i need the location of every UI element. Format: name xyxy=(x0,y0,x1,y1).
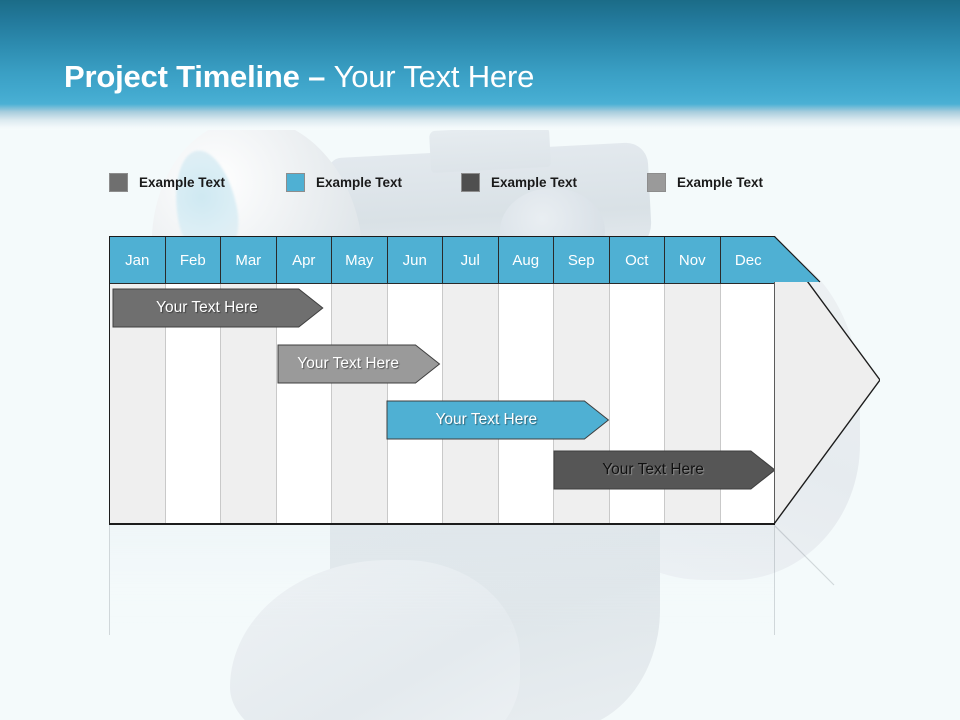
legend-item-4[interactable]: Example Text xyxy=(647,168,763,196)
legend-item-3[interactable]: Example Text xyxy=(461,168,577,196)
month-header-oct[interactable]: Oct xyxy=(609,237,665,283)
timeline-bar-2[interactable]: Your Text Here xyxy=(277,344,441,384)
timeline-column-jan xyxy=(110,237,166,523)
month-header-jun[interactable]: Jun xyxy=(387,237,443,283)
month-header-jul[interactable]: Jul xyxy=(443,237,499,283)
watermark-knee-shape xyxy=(230,560,520,720)
title-banner xyxy=(0,0,960,104)
watermark-camera-top-shape xyxy=(428,124,552,174)
reflection-box xyxy=(109,525,775,635)
page-title-normal: Your Text Here xyxy=(333,59,535,94)
timeline-column-feb xyxy=(165,237,221,523)
legend-item-2[interactable]: Example Text xyxy=(286,168,402,196)
legend-label-1: Example Text xyxy=(139,174,226,190)
month-header-may[interactable]: May xyxy=(332,237,388,283)
month-header-feb[interactable]: Feb xyxy=(165,237,221,283)
reflection-arrow xyxy=(773,525,880,635)
month-header-nov[interactable]: Nov xyxy=(665,237,721,283)
month-header-sep[interactable]: Sep xyxy=(554,237,610,283)
timeline-header-underline xyxy=(110,283,774,285)
page-title: Project Timeline – Your Text Here xyxy=(64,59,534,95)
timeline-bar-3[interactable]: Your Text Here xyxy=(386,400,609,440)
legend-swatch-icon-3 xyxy=(461,172,480,192)
title-banner-fade xyxy=(0,104,960,130)
timeline-column-jul xyxy=(443,237,499,523)
page-title-separator: – xyxy=(299,59,334,94)
month-header-aug[interactable]: Aug xyxy=(498,237,554,283)
legend-swatch-icon-2 xyxy=(286,172,305,192)
month-header-apr[interactable]: Apr xyxy=(276,237,332,283)
timeline-bar-1[interactable]: Your Text Here xyxy=(112,288,324,328)
month-header-jan[interactable]: Jan xyxy=(110,237,166,283)
timeline-bottom-edge xyxy=(109,523,775,525)
legend-label-2: Example Text xyxy=(316,174,403,190)
legend: Example Text Example Text Example Text Exam… xyxy=(0,168,960,196)
page-title-bold: Project Timeline xyxy=(64,59,300,94)
legend-item-1[interactable]: Example Text xyxy=(109,168,225,196)
month-header-dec[interactable]: Dec xyxy=(720,237,774,283)
legend-swatch-icon-4 xyxy=(647,172,666,192)
legend-label-4: Example Text xyxy=(677,174,764,190)
legend-swatch-icon-1 xyxy=(109,172,128,192)
month-header-mar[interactable]: Mar xyxy=(221,237,277,283)
timeline-bar-4[interactable]: Your Text Here xyxy=(553,450,774,490)
legend-label-3: Example Text xyxy=(491,174,578,190)
timeline-reflection xyxy=(109,525,880,645)
timeline-column-mar xyxy=(221,237,277,523)
timeline-arrowhead xyxy=(774,236,880,524)
timeline-column-aug xyxy=(498,237,554,523)
